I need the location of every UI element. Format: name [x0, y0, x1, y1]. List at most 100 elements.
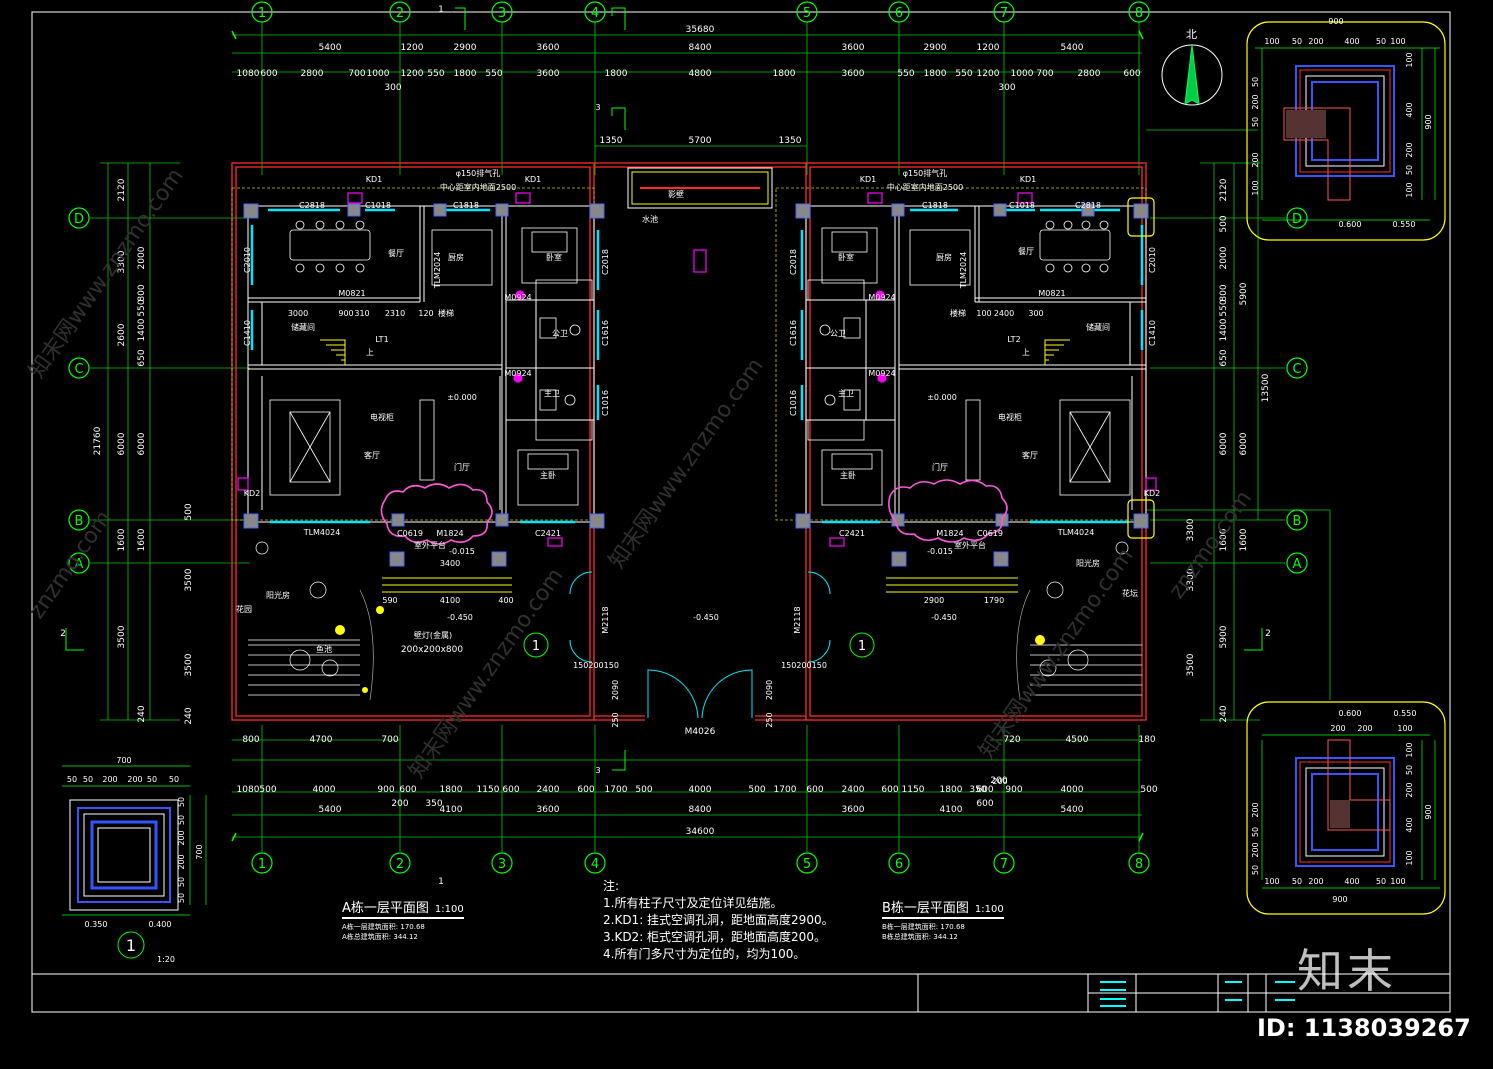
label-elev: -0.015 [449, 547, 475, 556]
label-dim: 1790 [984, 596, 1004, 605]
label-window: C2010 [243, 247, 252, 273]
axis-label-right-d: D [1292, 212, 1302, 227]
dim-top-r2: 550 [485, 69, 502, 79]
detail-bot-bseg: 100 [1390, 877, 1405, 886]
dim-right-seg: 2120 [1219, 178, 1229, 201]
dim-bottom-r1: 1800 [940, 785, 963, 795]
label-kd2: KD2 [1144, 489, 1161, 498]
label-door: M0924 [504, 369, 531, 378]
dim-bottom-r1: 600 [806, 785, 823, 795]
axis-label-left-c: C [74, 362, 83, 377]
detail-bot-vl: 50 [1251, 827, 1260, 837]
label-room: 卧室 [546, 252, 562, 262]
dim-right-inner: 800 [1219, 284, 1229, 301]
detail-small-seg: 200 [127, 775, 142, 784]
dim-top-r2: 2800 [1078, 69, 1101, 79]
steps [382, 577, 1018, 593]
detail-bot-bseg: 100 [1264, 877, 1279, 886]
grid-lines [90, 22, 1331, 852]
axis-label-left-a: A [75, 557, 84, 572]
label-vent: φ150排气孔 [456, 168, 501, 178]
label-window: C1818 [453, 201, 479, 210]
courtyard-wall [594, 162, 806, 721]
dim-bottom-r1: 1800 [440, 785, 463, 795]
label-room: 餐厅 [1018, 247, 1034, 256]
label-door: M1824 [936, 529, 963, 538]
axis-label-left-b: B [75, 514, 84, 529]
label-kd1: KD1 [525, 175, 542, 184]
dim-top-r2: 1800 [924, 69, 947, 79]
label-kd2: KD2 [244, 489, 261, 498]
dim-court-top: 5700 [689, 136, 712, 146]
dim-top-r1: 2900 [924, 43, 947, 53]
column-detail-bottom: 0.600 0.550 200 200 100 100 50 200 400 5… [1246, 701, 1446, 915]
label-door: M0924 [868, 293, 895, 302]
label-room: 餐厅 [388, 249, 404, 258]
detail-small-num: 1 [126, 936, 136, 955]
dim-right-seg: 3300 [1186, 568, 1196, 591]
dim-left-inner: 500 [184, 503, 194, 520]
dim-left-inner: 2000 [137, 246, 147, 269]
dim-right-inner: 650 [1219, 349, 1229, 366]
label-window: C0619 [977, 529, 1003, 538]
label-room: 厨房 [936, 252, 952, 262]
detail-top-vr: 100 [1405, 52, 1414, 67]
dim-left-outer: 21760 [93, 426, 103, 455]
label-door: M0924 [504, 293, 531, 302]
courtyard [455, 7, 875, 771]
dim-right-seg: 240 [1219, 705, 1229, 722]
note-item: 3.KD2: 柜式空调孔洞，距地面高度200。 [603, 930, 826, 944]
section-mark: 3 [595, 766, 600, 775]
label-dim: 200 [992, 777, 1007, 786]
label-door: TLM4024 [1057, 528, 1095, 537]
label-gate: M4026 [685, 727, 716, 737]
dim-bottom-r1: 2400 [842, 785, 865, 795]
label-door: M0821 [1038, 289, 1065, 298]
dim-bottom-r1: 1150 [902, 785, 925, 795]
dim-bottom-r1: 900 [1005, 785, 1022, 795]
label-door: M0821 [338, 289, 365, 298]
dim-overall-top: 35680 [686, 25, 715, 35]
dim-top-r2: 1800 [605, 69, 628, 79]
dim-garden-bottom: 700 [381, 735, 398, 745]
label-door: M2118 [793, 606, 802, 633]
dim-bottom-r1: 4000 [689, 785, 712, 795]
dim-top-r2: 1000 [1011, 69, 1034, 79]
detail-bot-vr: 100 [1405, 850, 1414, 865]
axis-label-bottom-5: 5 [803, 857, 811, 872]
dim-top-r2: 1200 [401, 69, 424, 79]
stair-a [320, 339, 346, 365]
detail-top-vl: 200 [1251, 152, 1260, 167]
label-lt1: LT1 [375, 335, 388, 344]
label-door: M2118 [601, 606, 610, 633]
dim-bottom-extra: 350 [425, 799, 442, 809]
dim-left-seg: 6000 [117, 432, 127, 455]
label-vent-note: 中心距室内地面2500 [440, 182, 516, 192]
detail-small-w700: 700 [116, 756, 131, 765]
detail-bot-vl: 200 [1251, 842, 1260, 857]
label-room: 客厅 [364, 450, 380, 460]
dim-left-seg: 2600 [117, 323, 127, 346]
detail-top-vl: 200 [1251, 94, 1260, 109]
note-item: 1.所有柱子尺寸及定位详见结施。 [603, 896, 783, 910]
label-room: 公卫 [830, 329, 846, 338]
dim-bottom-r1: 900 [377, 785, 394, 795]
dim-bottom-r1: 350 [969, 785, 986, 795]
detail-top-vl: 100 [1251, 180, 1260, 195]
label-zero: ±0.000 [447, 393, 477, 402]
dim-bottom-r1: 600 [399, 785, 416, 795]
label-window: C1616 [601, 320, 610, 346]
dim-bottom-extra: 200 [990, 776, 1007, 786]
label-room: 主卫 [544, 388, 560, 398]
dim-left-seg: 3500 [184, 653, 194, 676]
detail-small-seg: 200 [102, 775, 117, 784]
label-room: 主卧 [540, 470, 556, 480]
detail-top-vr: 100 [1405, 182, 1414, 197]
mark-1: 1 [438, 877, 444, 887]
dim-bottom-r2: 5400 [1061, 805, 1084, 815]
dim-right-inner: 550 [1219, 299, 1229, 316]
drawing-frame [31, 11, 1451, 1013]
label-window: C2421 [839, 529, 865, 538]
label-stair: 楼梯 [438, 308, 454, 318]
